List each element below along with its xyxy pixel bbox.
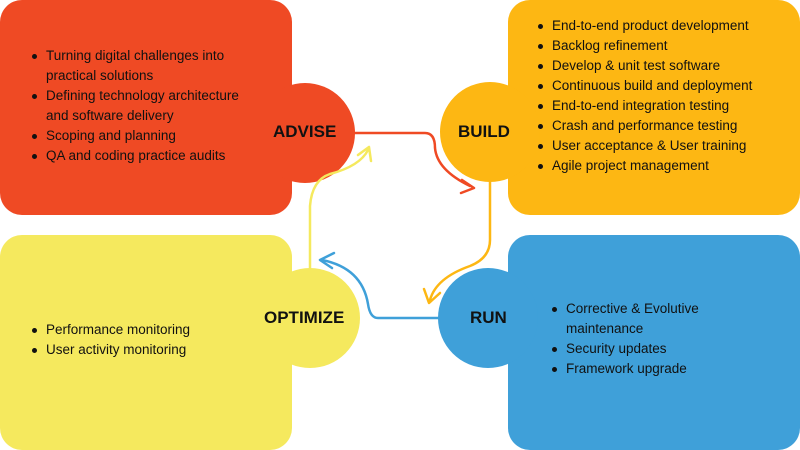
run-title: RUN (470, 308, 507, 327)
optimize-title: OPTIMIZE (264, 308, 345, 327)
run-list: Corrective & Evolutive maintenance Secur… (550, 299, 750, 379)
optimize-item: User activity monitoring (30, 340, 250, 360)
build-item: Continuous build and deployment (536, 76, 786, 96)
optimize-list: Performance monitoring User activity mon… (30, 320, 250, 360)
advise-panel (0, 0, 292, 215)
run-item: Security updates (550, 339, 750, 359)
optimize-item: Performance monitoring (30, 320, 250, 340)
advise-item: Defining technology architecture and sof… (30, 86, 260, 126)
advise-item: QA and coding practice audits (30, 146, 260, 166)
advise-item: Scoping and planning (30, 126, 260, 146)
advise-title: ADVISE (273, 122, 337, 141)
build-item: Backlog refinement (536, 36, 786, 56)
build-item: User acceptance & User training (536, 136, 786, 156)
optimize-panel (0, 235, 292, 450)
run-item: Corrective & Evolutive maintenance (550, 299, 750, 339)
build-item: End-to-end integration testing (536, 96, 786, 116)
build-item: End-to-end product development (536, 16, 786, 36)
build-item: Develop & unit test software (536, 56, 786, 76)
build-item: Agile project management (536, 156, 786, 176)
build-title: BUILD (458, 122, 510, 141)
advise-list: Turning digital challenges into practica… (30, 46, 260, 166)
build-list: End-to-end product development Backlog r… (536, 16, 786, 176)
build-panel (508, 0, 800, 215)
run-item: Framework upgrade (550, 359, 750, 379)
build-item: Crash and performance testing (536, 116, 786, 136)
advise-item: Turning digital challenges into practica… (30, 46, 260, 86)
run-panel (508, 235, 800, 450)
